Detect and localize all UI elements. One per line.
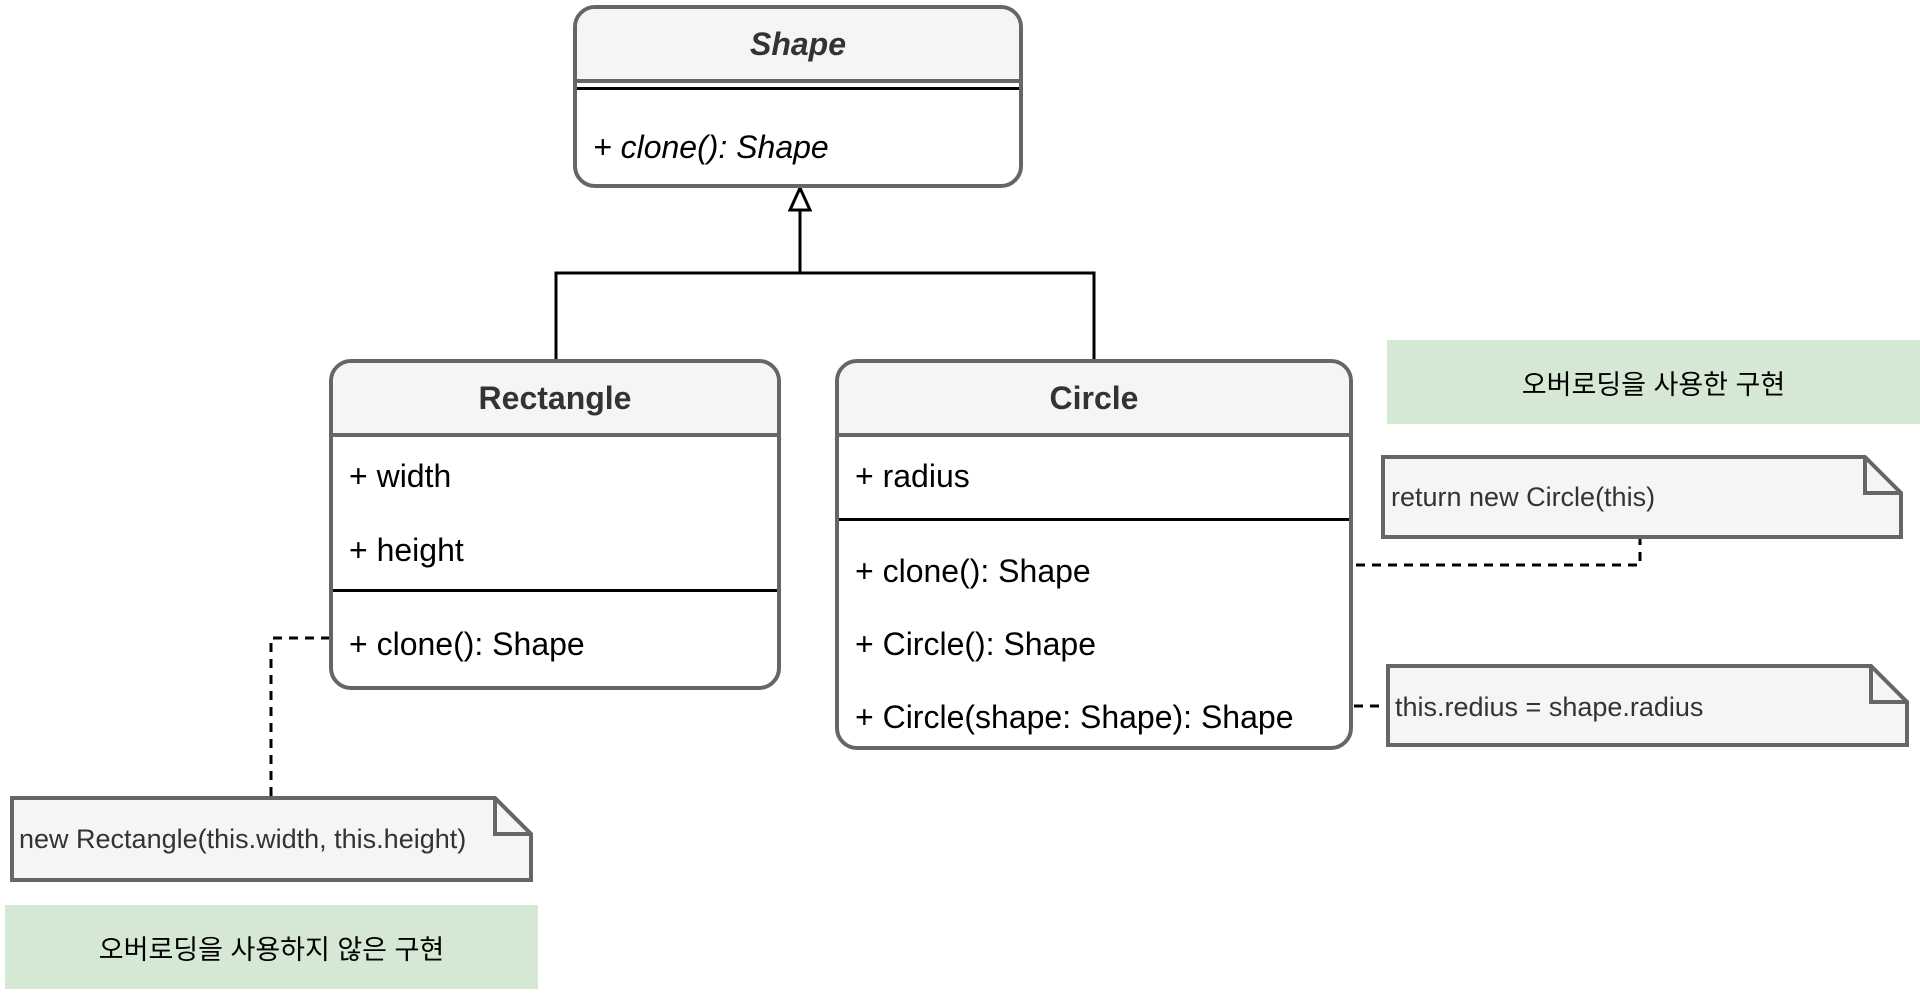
class-circle-method: + Circle(shape: Shape): Shape: [855, 699, 1294, 735]
class-circle-attribute: + radius: [855, 458, 970, 494]
note-fold-circle-clone: [1863, 457, 1901, 495]
class-shape-name: Shape: [577, 9, 1019, 83]
note-circle-clone: return new Circle(this): [1391, 482, 1656, 512]
note-shape-circle-clone: [1381, 455, 1903, 539]
class-rectangle-method: + clone(): Shape: [349, 626, 585, 662]
class-rectangle-attribute: + height: [349, 532, 464, 568]
circle-clone-note-link: [1356, 536, 1642, 567]
class-rectangle[interactable]: Rectangle + width + height + clone(): Sh…: [329, 359, 781, 690]
note-rectangle-clone: new Rectangle(this.width, this.height): [19, 824, 467, 854]
class-rectangle-name: Rectangle: [333, 363, 777, 437]
class-circle-divider: [839, 518, 1349, 521]
inheritance-connector: [554, 210, 1096, 360]
label-without-overloading: 오버로딩을 사용하지 않은 구현: [5, 905, 538, 989]
class-shape-method: + clone(): Shape: [593, 129, 829, 165]
label-with-overloading: 오버로딩을 사용한 구현: [1387, 340, 1920, 424]
note-shape-rectangle-clone: [10, 796, 533, 882]
note-circle-copy-constructor: this.redius = shape.radius: [1395, 692, 1704, 722]
inheritance-branch-line: [554, 271, 1096, 360]
note-shape-circle-ctor: [1386, 664, 1909, 747]
class-shape-divider: [577, 87, 1019, 90]
note-fold-circle-ctor: [1869, 666, 1907, 704]
class-circle[interactable]: Circle + radius + clone(): Shape + Circl…: [835, 359, 1353, 750]
class-rectangle-divider: [333, 589, 777, 592]
class-circle-name: Circle: [839, 363, 1349, 437]
class-circle-method: + clone(): Shape: [855, 553, 1091, 589]
class-shape[interactable]: Shape + clone(): Shape: [573, 5, 1023, 188]
class-circle-method: + Circle(): Shape: [855, 626, 1096, 662]
inheritance-arrowhead-icon: [787, 184, 813, 212]
class-rectangle-attribute: + width: [349, 458, 452, 494]
note-fold-rectangle-clone: [493, 798, 531, 836]
rectangle-clone-note-link: [269, 636, 330, 797]
